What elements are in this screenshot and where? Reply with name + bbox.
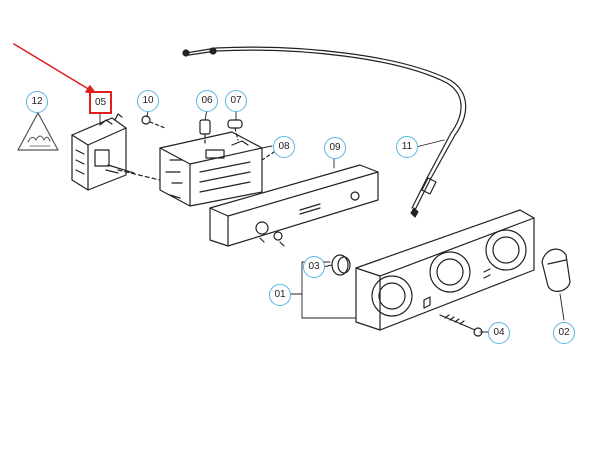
control-cable bbox=[182, 46, 467, 218]
leader-lines bbox=[37, 109, 565, 333]
pointer-arrow bbox=[13, 43, 96, 94]
front-bezel bbox=[355, 209, 535, 331]
callout-04[interactable]: 04 bbox=[488, 322, 510, 344]
knob-02 bbox=[541, 248, 571, 292]
callout-02[interactable]: 02 bbox=[553, 322, 575, 344]
faceplate bbox=[209, 164, 379, 247]
callout-09[interactable]: 09 bbox=[324, 137, 346, 159]
bulb-07 bbox=[227, 119, 243, 141]
callout-08[interactable]: 08 bbox=[273, 136, 295, 158]
knob-03 bbox=[331, 254, 351, 276]
screw-10 bbox=[141, 115, 166, 129]
callout-03[interactable]: 03 bbox=[303, 256, 325, 278]
hazard-triangle-icon bbox=[17, 112, 59, 151]
callout-07[interactable]: 07 bbox=[225, 90, 247, 112]
callout-11[interactable]: 11 bbox=[396, 136, 418, 158]
callout-12[interactable]: 12 bbox=[26, 91, 48, 113]
switch-assembly bbox=[71, 113, 161, 191]
bulb-holder-06 bbox=[199, 119, 211, 146]
screw-04 bbox=[439, 314, 483, 337]
control-unit bbox=[159, 131, 281, 207]
callout-06[interactable]: 06 bbox=[196, 90, 218, 112]
callout-10[interactable]: 10 bbox=[137, 90, 159, 112]
callout-01[interactable]: 01 bbox=[269, 284, 291, 306]
callout-05[interactable]: 05 bbox=[89, 91, 112, 114]
